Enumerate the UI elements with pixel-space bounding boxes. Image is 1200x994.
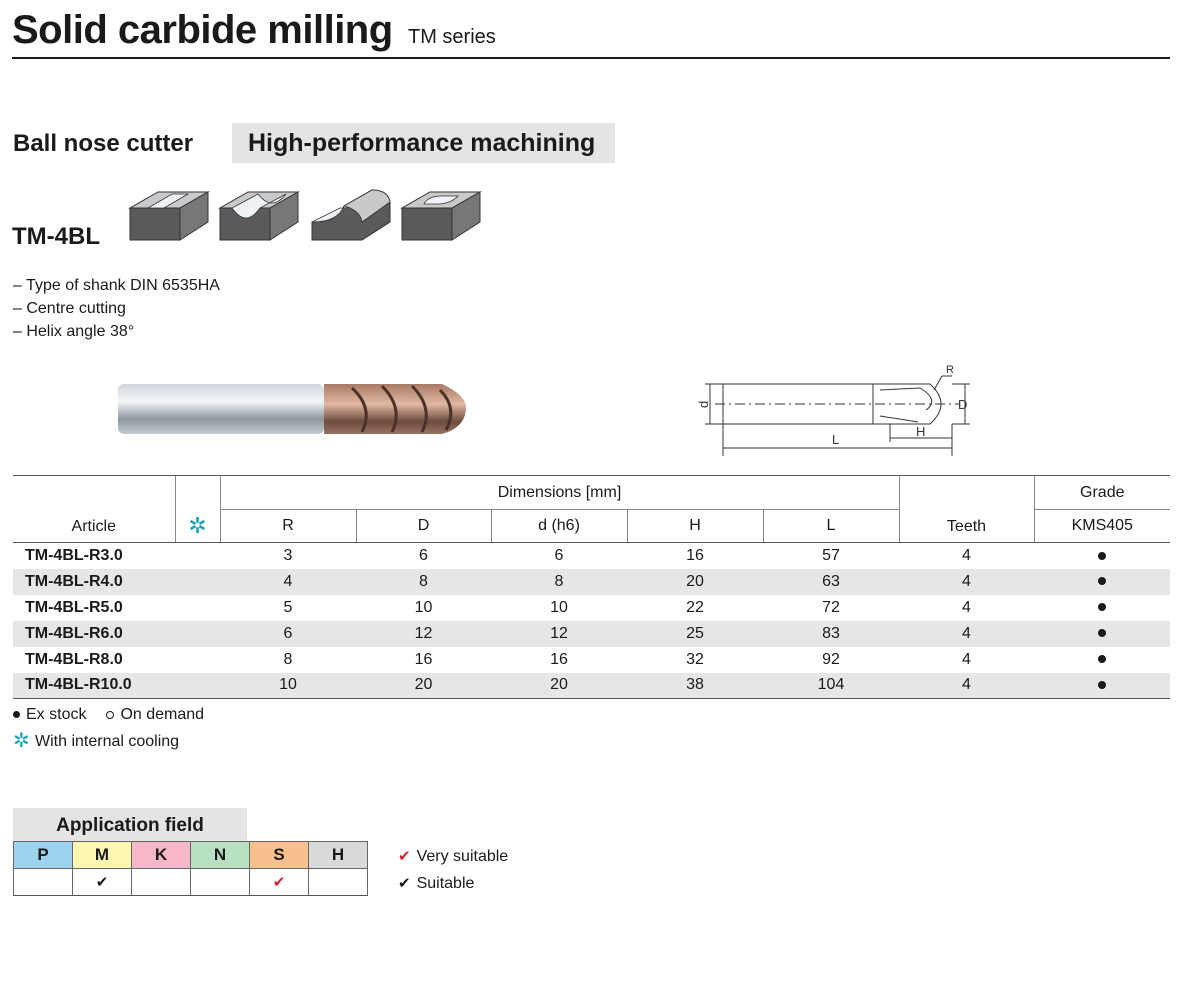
legend-suitable: Suitable — [416, 875, 475, 892]
label-R: R — [946, 364, 954, 376]
material-h: H — [308, 841, 368, 869]
col-D: D — [356, 509, 492, 543]
col-R: R — [220, 509, 357, 543]
feature-item: – Type of shank DIN 6535HA — [13, 277, 220, 294]
ex-stock-dot — [1098, 655, 1106, 664]
feature-item: – Centre cutting — [13, 300, 126, 317]
material-k: K — [131, 841, 191, 869]
legend-on-demand: On demand — [120, 706, 205, 723]
suitability-cell: ✔ — [249, 868, 309, 896]
machining-shapes-icons — [128, 189, 482, 241]
suitability-cell: ✔ — [72, 868, 132, 896]
check-icon: ✔ — [398, 875, 411, 892]
col-H: H — [627, 509, 764, 543]
application-field-title: Application field — [13, 808, 247, 841]
col-article: Article — [13, 475, 175, 543]
label-d: d — [696, 401, 711, 408]
model-name: TM-4BL — [12, 223, 100, 250]
stock-legend: Ex stock On demand ✲ With internal cooli… — [13, 701, 204, 755]
suitability-cell — [308, 868, 368, 896]
groove-block-icon — [218, 191, 300, 241]
label-H: H — [916, 424, 925, 439]
feature-list: – Type of shank DIN 6535HA – Centre cutt… — [13, 274, 220, 343]
col-cooling: ✲ — [174, 475, 221, 543]
feature-item: – Helix angle 38° — [13, 323, 135, 340]
page-title: Solid carbide milling — [12, 8, 393, 52]
col-dimensions: Dimensions [mm] — [220, 475, 900, 510]
suitability-cell — [131, 868, 191, 896]
series-label: TM series — [408, 26, 496, 48]
internal-cooling-icon: ✲ — [13, 730, 30, 752]
col-L: L — [763, 509, 900, 543]
pocket-block-icon — [400, 191, 482, 241]
dimension-table: Article ✲ Dimensions [mm] Teeth Grade R … — [13, 475, 1170, 699]
material-m: M — [72, 841, 132, 869]
tool-dimension-drawing: d D L H R — [696, 364, 970, 456]
col-grade: Grade — [1034, 475, 1170, 510]
red-check-icon: ✔ — [272, 874, 286, 891]
red-check-icon: ✔ — [398, 848, 411, 865]
slot-block-icon — [128, 191, 210, 241]
suitability-legend: ✔ Very suitable ✔ Suitable — [398, 843, 508, 897]
legend-ex-stock: Ex stock — [26, 706, 87, 723]
filled-dot-icon — [13, 711, 20, 718]
ex-stock-dot — [1098, 681, 1106, 690]
contour-block-icon — [311, 189, 391, 241]
col-grade-name: KMS405 — [1034, 509, 1170, 543]
ex-stock-dot — [1098, 577, 1106, 586]
label-D: D — [958, 397, 967, 412]
ex-stock-dot — [1098, 551, 1106, 560]
material-n: N — [190, 841, 250, 869]
empty-circle-icon — [106, 710, 115, 719]
application-badge: High-performance machining — [232, 123, 615, 163]
title-rule — [12, 57, 1170, 59]
ex-stock-dot — [1098, 603, 1106, 612]
col-d-h6: d (h6) — [491, 509, 628, 543]
material-s: S — [249, 841, 309, 869]
internal-cooling-icon: ✲ — [188, 513, 207, 538]
tool-type: Ball nose cutter — [13, 130, 194, 157]
tool-photo — [118, 384, 467, 434]
suitability-cell — [190, 868, 250, 896]
suitability-cell — [13, 868, 73, 896]
ex-stock-dot — [1098, 629, 1106, 638]
material-p: P — [13, 841, 73, 869]
legend-very-suitable: Very suitable — [416, 848, 509, 865]
label-L: L — [832, 432, 839, 447]
legend-cooling: With internal cooling — [35, 733, 180, 750]
check-icon: ✔ — [95, 874, 109, 891]
col-teeth: Teeth — [899, 475, 1035, 543]
